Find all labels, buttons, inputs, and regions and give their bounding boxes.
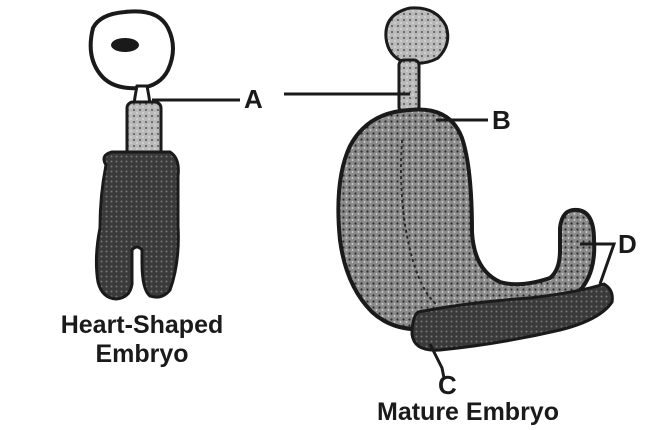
caption-mature-embryo: Mature Embryo: [318, 398, 618, 427]
caption-heart-line1: Heart-Shaped: [12, 311, 272, 340]
label-a: A: [244, 86, 263, 112]
mature-embryo: [338, 8, 612, 350]
label-b: B: [492, 107, 511, 133]
heart-embryo-proper: [96, 152, 178, 299]
mature-basal-cell: [386, 8, 448, 64]
label-c: C: [438, 372, 457, 398]
heart-nucleus: [111, 38, 139, 52]
heart-shaped-embryo: [91, 11, 179, 299]
caption-heart-shaped-embryo: Heart-Shaped Embryo: [12, 311, 272, 369]
caption-heart-line2: Embryo: [12, 340, 272, 369]
label-d: D: [618, 231, 637, 257]
mature-suspensor: [399, 60, 419, 112]
